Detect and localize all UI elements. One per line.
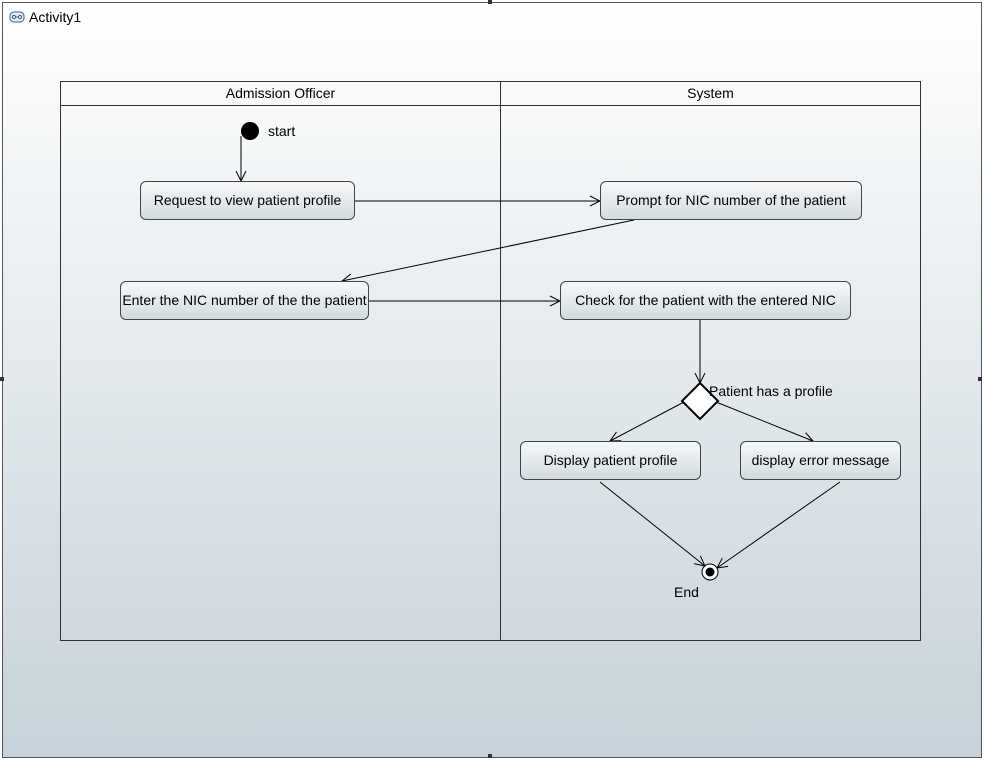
lane-header-admission-officer: Admission Officer: [225, 85, 336, 101]
lane-header-system: System: [687, 85, 734, 101]
resize-handle-bottom[interactable]: [488, 754, 492, 758]
action-display-profile[interactable]: Display patient profile: [520, 441, 701, 480]
resize-handle-left[interactable]: [0, 377, 4, 381]
final-node-center: [705, 567, 715, 577]
diagram-title-text: Activity1: [29, 9, 82, 25]
flow-error-to-end[interactable]: [717, 481, 841, 568]
action-display-error[interactable]: display error message: [740, 441, 901, 480]
activity-diagram-icon: [9, 11, 25, 23]
action-prompt-nic[interactable]: Prompt for NIC number of the patient: [600, 181, 862, 220]
flow-decision-to-display[interactable]: [610, 401, 685, 441]
start-label: start: [268, 123, 296, 139]
flow-display-to-end[interactable]: [599, 481, 705, 566]
flow-decision-to-error[interactable]: [715, 401, 813, 441]
action-enter-nic[interactable]: Enter the NIC number of the the patient: [120, 281, 369, 320]
action-check-patient[interactable]: Check for the patient with the entered N…: [560, 281, 851, 320]
initial-node[interactable]: [241, 122, 259, 140]
resize-handle-right[interactable]: [978, 377, 982, 381]
end-label: End: [674, 584, 699, 600]
swimlane-partition: [60, 81, 921, 641]
decision-label: Patient has a profile: [709, 383, 833, 399]
action-request-profile[interactable]: Request to view patient profile: [140, 181, 355, 220]
diagram-title[interactable]: Activity1: [9, 8, 81, 26]
resize-handle-top[interactable]: [488, 0, 492, 4]
decision-node[interactable]: [680, 381, 720, 421]
flow-prompt-to-enter[interactable]: [342, 219, 635, 281]
